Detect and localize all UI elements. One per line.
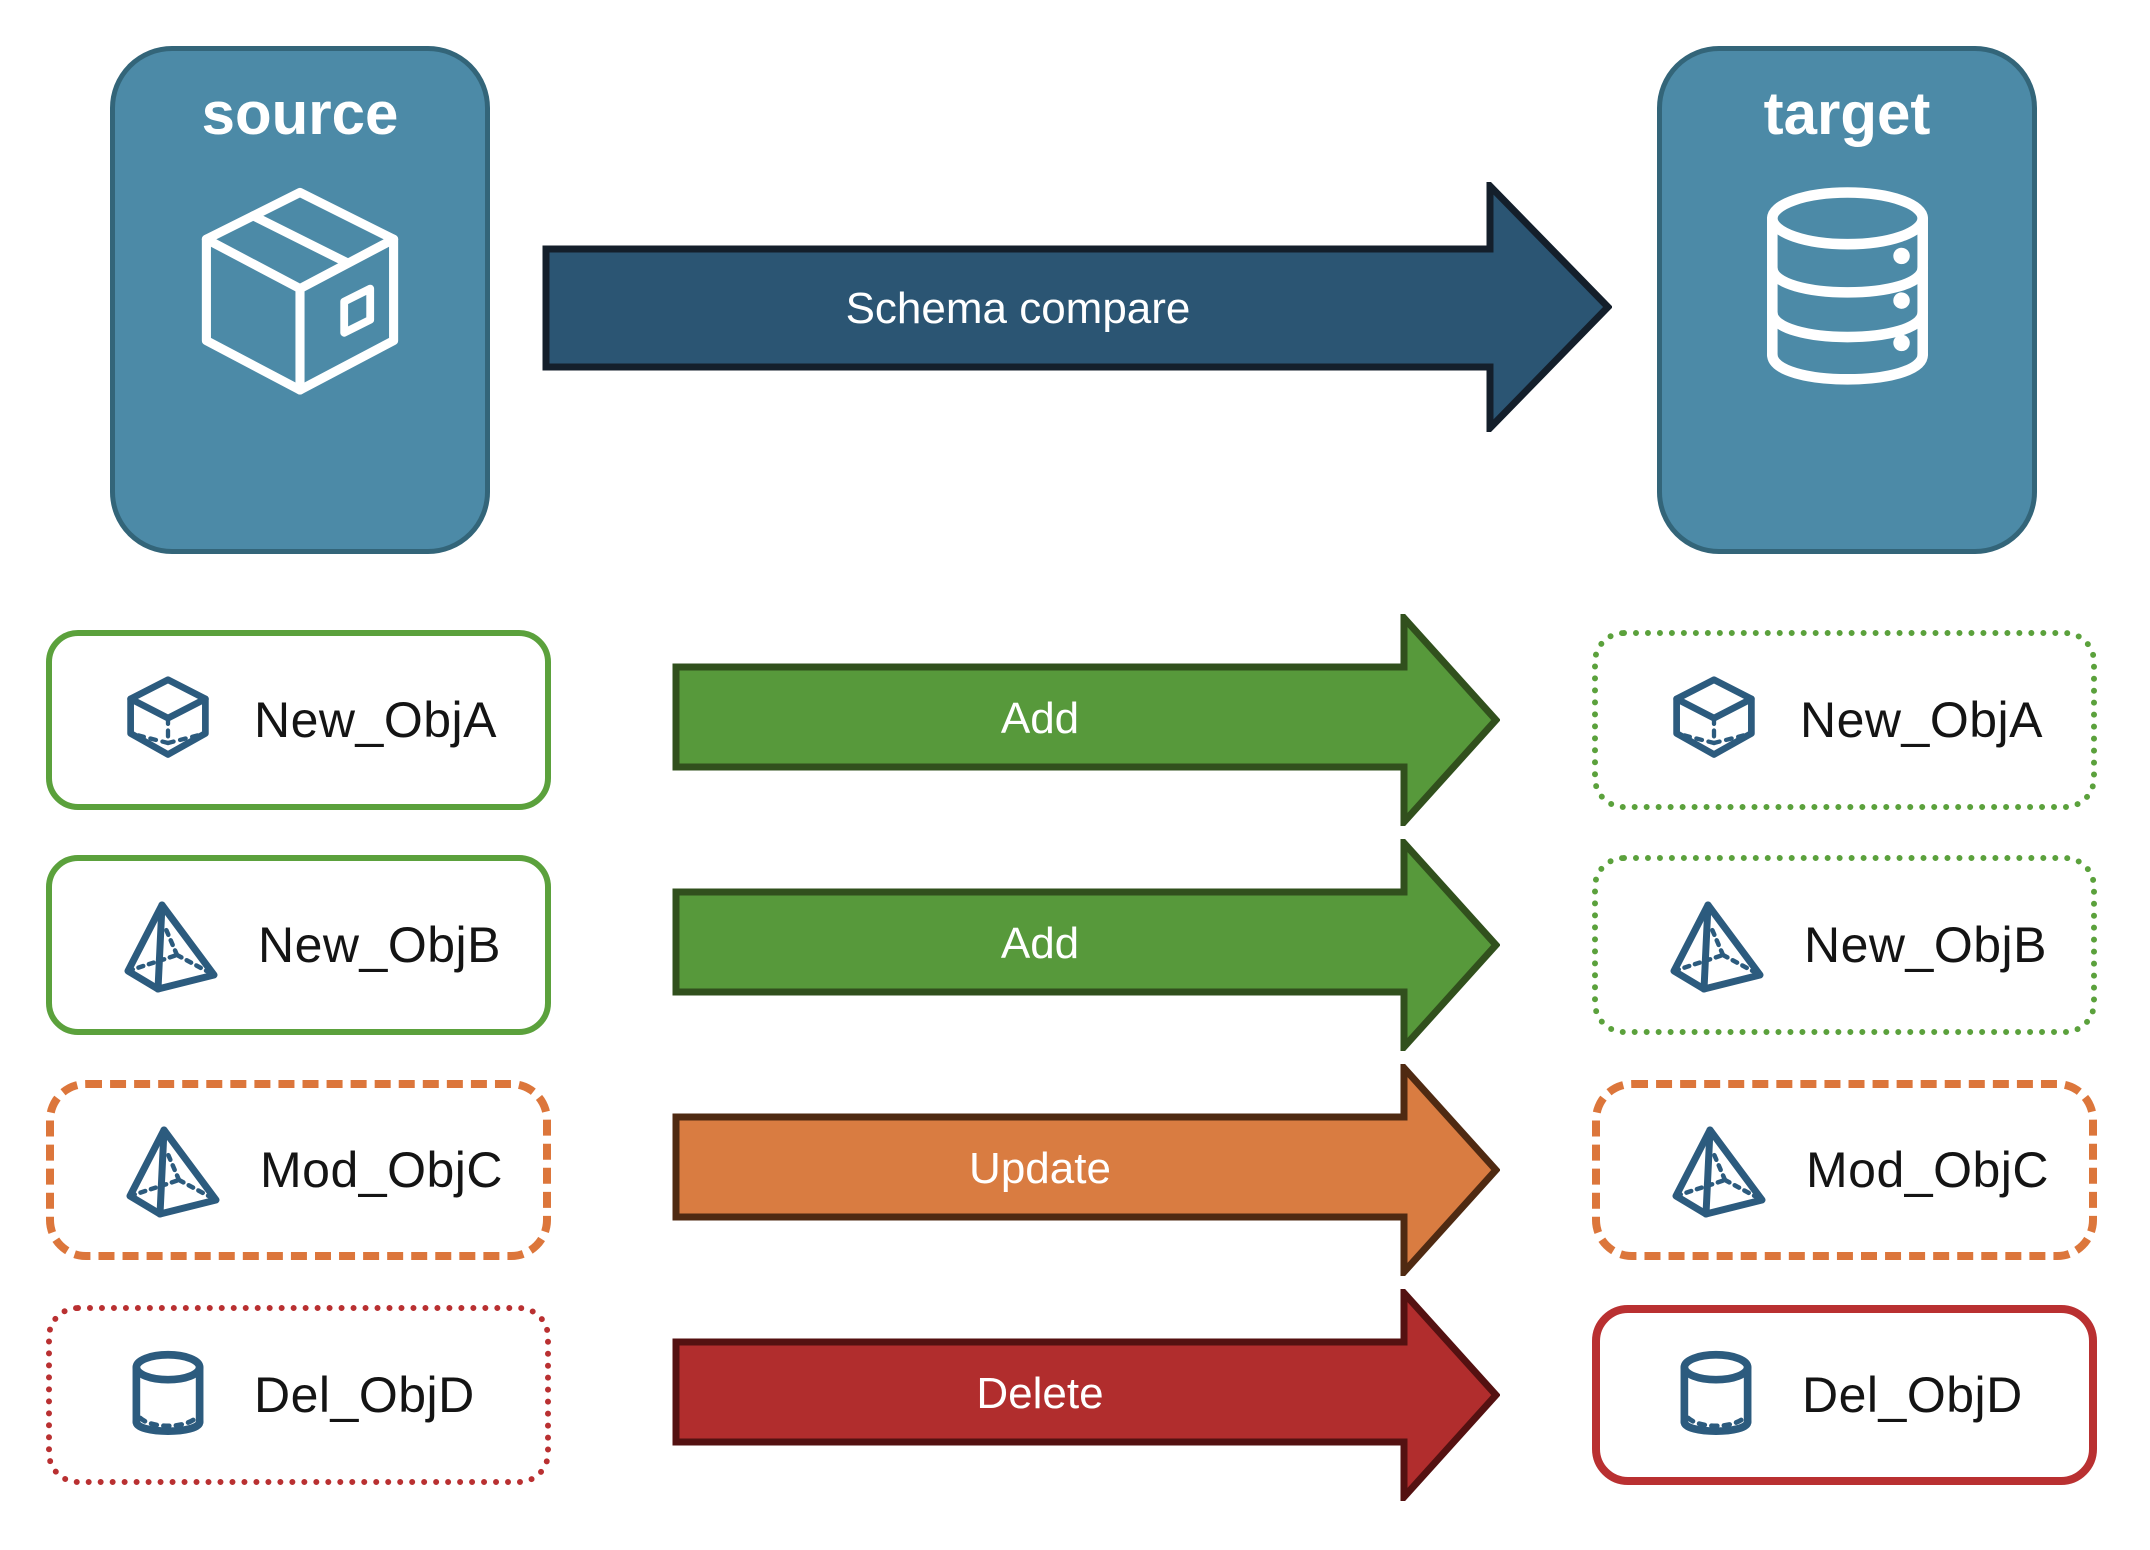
object-name: Del_ObjD [1802, 1367, 2023, 1423]
object-name: New_ObjB [1804, 917, 2047, 973]
object-name: Mod_ObjC [1806, 1142, 2049, 1198]
source-object-new-objb: New_ObjB [46, 855, 551, 1035]
database-icon [1730, 169, 1965, 424]
target-object-new-obja: New_ObjA [1592, 630, 2097, 810]
update-arrow-label: Update [969, 1144, 1111, 1193]
add-arrow-label: Add [1001, 919, 1079, 968]
pyramid-icon [1668, 897, 1764, 993]
source-object-del-objd: Del_ObjD [46, 1305, 551, 1485]
package-icon [170, 169, 430, 459]
source-object-mod-objc: Mod_ObjC [46, 1080, 551, 1260]
add-arrow: Add [672, 614, 1500, 826]
target-panel-title: target [1763, 80, 1931, 147]
object-name: Mod_ObjC [260, 1142, 503, 1198]
add-arrow-label: Add [1001, 694, 1079, 743]
cube-icon [1668, 674, 1760, 766]
source-object-new-obja: New_ObjA [46, 630, 551, 810]
object-name: New_ObjA [254, 692, 497, 748]
object-name: New_ObjB [258, 917, 501, 973]
target-object-new-objb: New_ObjB [1592, 855, 2097, 1035]
object-name: Del_ObjD [254, 1367, 475, 1423]
delete-arrow: Delete [672, 1289, 1500, 1501]
source-panel-title: source [201, 80, 399, 147]
pyramid-icon [1670, 1122, 1766, 1218]
source-panel: source [110, 46, 490, 554]
target-panel: target [1657, 46, 2037, 554]
cylinder-icon [122, 1347, 214, 1443]
add-arrow: Add [672, 839, 1500, 1051]
target-object-mod-objc: Mod_ObjC [1592, 1080, 2097, 1260]
target-object-del-objd: Del_ObjD [1592, 1305, 2097, 1485]
schema-compare-arrow: Schema compare [542, 182, 1612, 432]
cylinder-icon [1670, 1347, 1762, 1443]
pyramid-icon [124, 1122, 220, 1218]
pyramid-icon [122, 897, 218, 993]
delete-arrow-label: Delete [976, 1369, 1103, 1418]
update-arrow: Update [672, 1064, 1500, 1276]
object-name: New_ObjA [1800, 692, 2043, 748]
schema-compare-arrow-label: Schema compare [846, 284, 1191, 333]
cube-icon [122, 674, 214, 766]
